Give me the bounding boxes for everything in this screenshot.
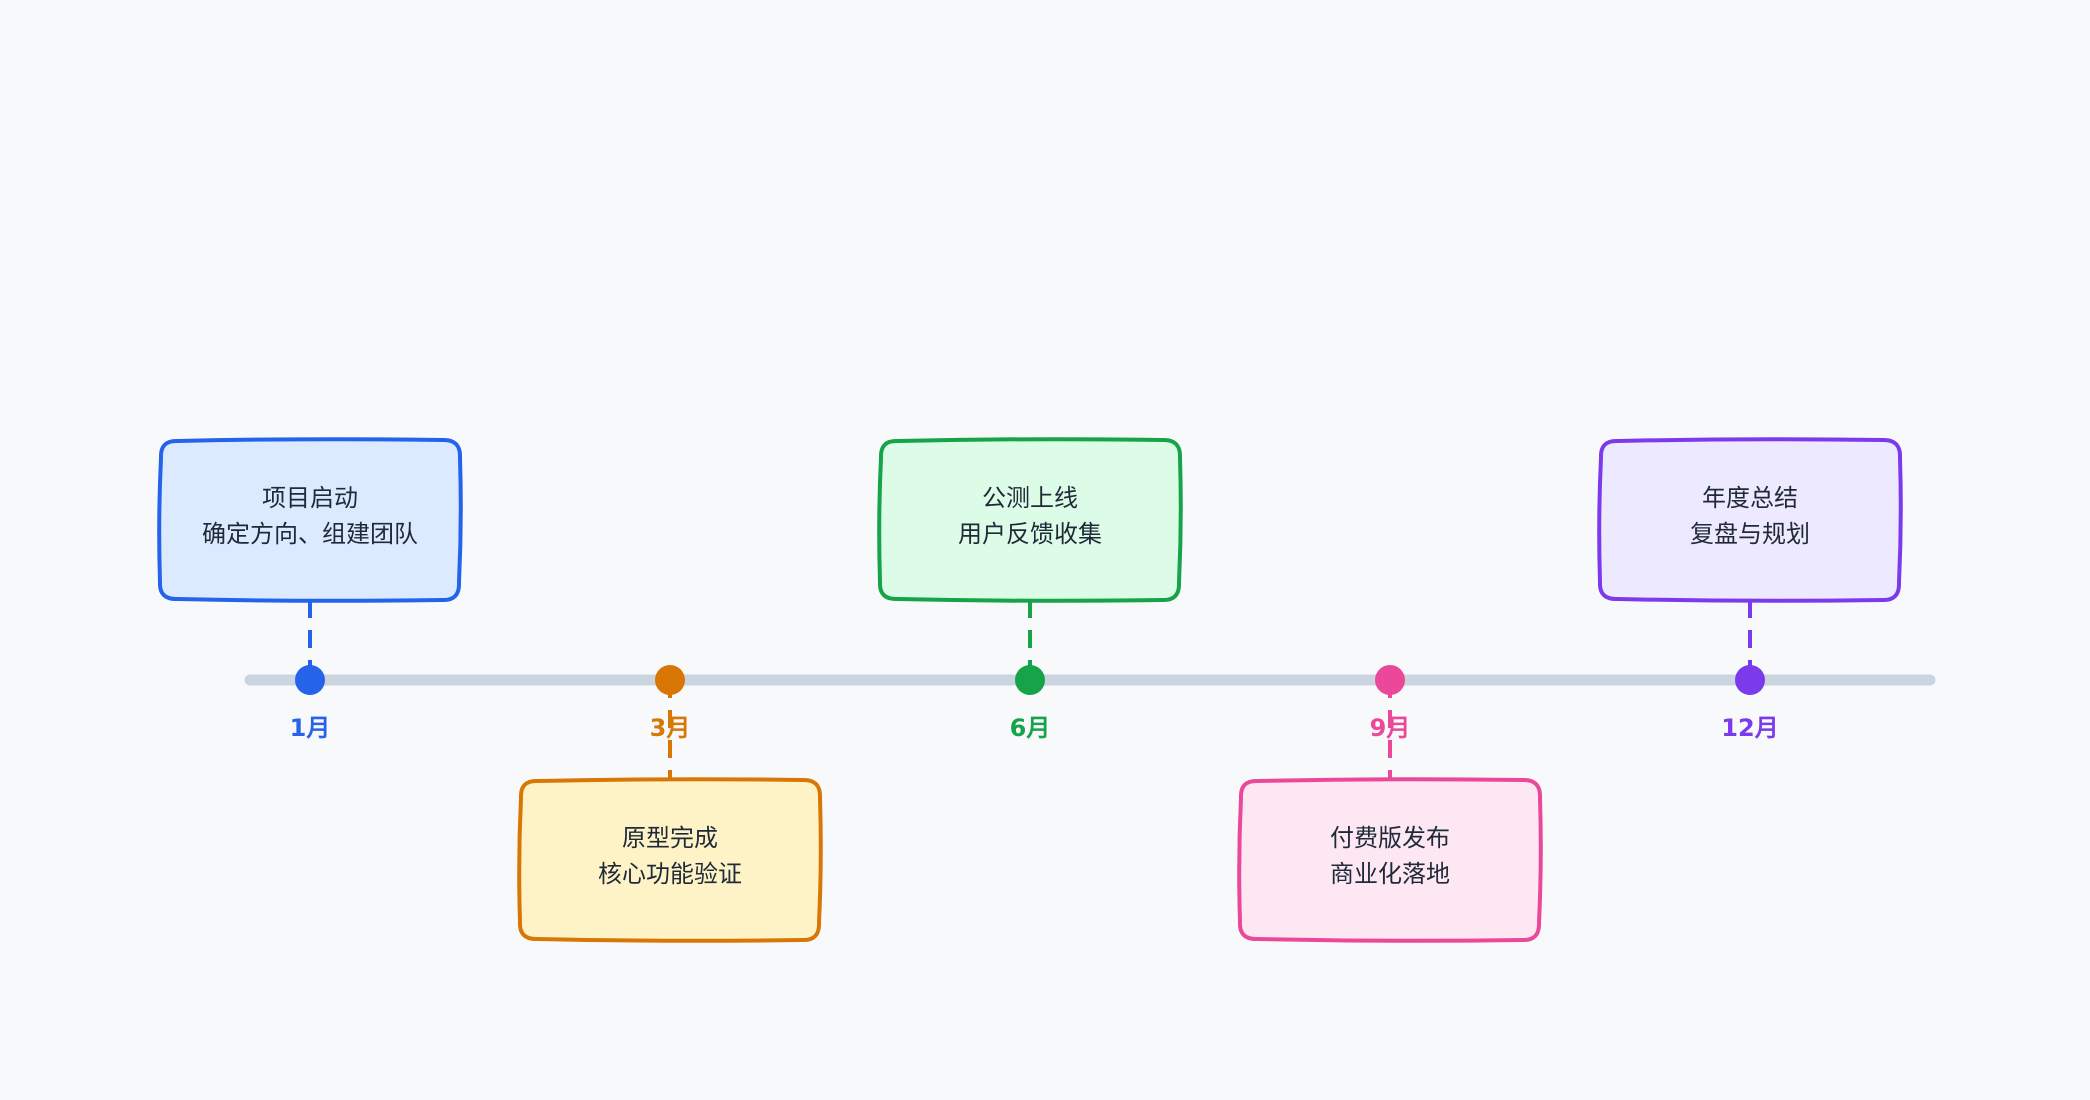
milestone-title: 公测上线 xyxy=(982,484,1078,512)
milestone-month-label: 3月 xyxy=(650,714,691,742)
milestone-card xyxy=(517,777,823,943)
milestone-subtitle: 确定方向、组建团队 xyxy=(202,520,418,548)
milestone-dot xyxy=(295,665,325,695)
milestone-card xyxy=(157,437,463,603)
milestone-subtitle: 核心功能验证 xyxy=(598,860,742,888)
milestone-title: 付费版发布 xyxy=(1330,824,1450,852)
milestone-title: 原型完成 xyxy=(622,824,718,852)
milestone-card xyxy=(877,437,1183,603)
milestone-title: 年度总结 xyxy=(1702,484,1798,512)
milestone-dot xyxy=(1735,665,1765,695)
milestone-dot xyxy=(655,665,685,695)
milestone-month-label: 6月 xyxy=(1010,714,1051,742)
milestone-month-label: 9月 xyxy=(1370,714,1411,742)
milestone-dot xyxy=(1015,665,1045,695)
milestone-subtitle: 复盘与规划 xyxy=(1690,520,1810,548)
milestone-month-label: 12月 xyxy=(1721,714,1778,742)
milestone-card xyxy=(1597,437,1903,603)
milestone-subtitle: 商业化落地 xyxy=(1330,860,1450,888)
milestone-month-label: 1月 xyxy=(290,714,331,742)
milestone-title: 项目启动 xyxy=(262,484,358,512)
milestone-card xyxy=(1237,777,1543,943)
milestone-dot xyxy=(1375,665,1405,695)
milestone-subtitle: 用户反馈收集 xyxy=(958,520,1102,548)
